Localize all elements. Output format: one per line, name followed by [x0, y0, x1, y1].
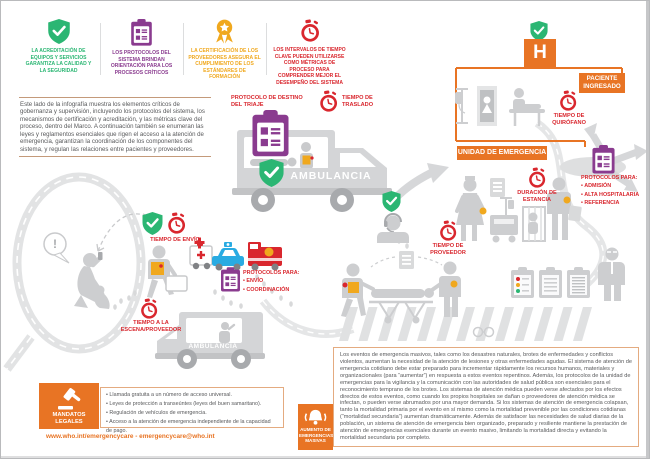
admission-protocols: PROTOCOLOS PARA: ADMISIÓN ALTA HOSPITALA… [581, 174, 647, 208]
fire-truck [248, 242, 282, 271]
principles-row: LA ACREDITACIÓN DE EQUIPOS Y SERVICIOS G… [17, 19, 353, 86]
gavel-icon [58, 388, 81, 410]
crosswalk [339, 307, 592, 341]
dispatch-clipboard-icon [221, 265, 240, 294]
principle-text: LA ACREDITACIÓN DE EQUIPOS Y SERVICIOS G… [25, 48, 92, 74]
admission-clipboard-icon [592, 145, 615, 174]
ambulance-label: AMBULANCIA [290, 170, 372, 182]
page-edge [646, 1, 649, 458]
shield-check-icon [48, 19, 70, 44]
dispatcher [377, 213, 409, 243]
principle-text: LA CERTIFICACIÓN DE LOS PROVEEDORES ASEG… [188, 48, 261, 80]
principle-text: LOS PROTOCOLOS DEL SISTEMA BRINDAN ORIEN… [110, 50, 173, 76]
stretcher-team [341, 251, 461, 324]
ambulance-small [155, 312, 265, 369]
er-crib [522, 206, 546, 242]
stopwatch-icon [527, 167, 547, 189]
patient-room-icon [477, 86, 497, 126]
stopwatch-icon [139, 298, 159, 320]
hospital-connectors [455, 67, 623, 147]
police-car [212, 242, 244, 271]
mass-surge-title: AUMENTO DE EMERGENCIAS MASIVAS [299, 427, 334, 443]
medal-icon [214, 19, 235, 44]
hospital-block: H [524, 39, 556, 67]
stay-duration-label: DURACIÓN DE ESTANCIA [517, 190, 557, 204]
triage-clipboard-icon [252, 110, 289, 157]
scene-time-label: TIEMPO A LA ESCENA/PROVEEDOR [120, 320, 182, 334]
principle-accreditation: LA ACREDITACIÓN DE EQUIPOS Y SERVICIOS G… [17, 19, 100, 86]
triage-tags [511, 267, 590, 298]
dispatch-protocols: PROTOCOLOS PARA: ENVÍO COORDINACIÓN [243, 269, 305, 294]
exclamation-bubble: ! [53, 237, 57, 251]
protocol-item: ENVÍO [243, 277, 305, 285]
legal-mandates-list: Llamada gratuita a un número de acceso u… [100, 387, 284, 434]
principle-certification: LA CERTIFICACIÓN DE LOS PROVEEDORES ASEG… [183, 19, 266, 86]
responder-walking [147, 245, 188, 298]
mass-surge-paragraph: Los eventos de emergencia masivos, tales… [333, 347, 639, 447]
legal-item: Leyes de protección a transeúntes (leyes… [106, 400, 278, 409]
red-cross-icon [194, 237, 205, 249]
protocols-title: PROTOCOLOS PARA: [243, 270, 300, 276]
emergency-unit-banner: UNIDAD DE EMERGENCIA [457, 146, 547, 160]
dispatch-time-label: TIEMPO DE ENVÍO [150, 237, 200, 243]
principle-text: LOS INTERVALOS DE TIEMPO CLAVE PUEDEN UT… [273, 47, 346, 86]
protocol-item: ALTA HOSPITALARIA [581, 191, 647, 199]
clipboard-icon [131, 19, 152, 46]
alarm-bell-icon [304, 409, 327, 425]
operating-room-icon [509, 88, 545, 126]
legal-item: Acceso a la atención de emergencia indep… [106, 418, 278, 436]
ambulance-label: AMBULANCIA [188, 343, 238, 350]
legal-item: Regulación de vehículos de emergencia. [106, 409, 278, 418]
protocol-item: ADMISIÓN [581, 182, 647, 190]
page-edge [1, 456, 649, 458]
patient-admitted-badge: PACIENTE INGRESADO [579, 73, 625, 93]
bystander-scene [43, 232, 110, 309]
stopwatch-icon [166, 212, 187, 235]
protocol-item: COORDINACIÓN [243, 286, 305, 294]
transfer-time-label: TIEMPO DE TRASLADO [342, 95, 374, 109]
iv-drip-icon [455, 88, 468, 124]
shield-check-icon [382, 191, 401, 212]
stopwatch-icon [318, 90, 339, 113]
ambulance-car [189, 241, 213, 270]
legal-mandates-box: MANDATOS LEGALES [39, 383, 99, 429]
legal-item: Llamada gratuita a un número de acceso u… [106, 391, 278, 400]
er-chart [490, 178, 505, 197]
er-nurse [455, 176, 487, 241]
mass-surge-box: AUMENTO DE EMERGENCIAS MASIVAS [298, 404, 333, 450]
spectacles-icon [472, 326, 495, 338]
principle-time-metrics: LOS INTERVALOS DE TIEMPO CLAVE PUEDEN UT… [266, 19, 353, 86]
er-provider [547, 177, 582, 240]
stopwatch-icon [299, 19, 321, 43]
shield-check-icon [530, 21, 548, 41]
road-loop [3, 172, 146, 372]
legal-mandates-title: MANDATOS LEGALES [52, 412, 86, 425]
intro-paragraph: Este lado de la infografía muestra los e… [19, 97, 211, 157]
footer-url-link[interactable]: www.who.int/emergencycare - emergencycar… [46, 433, 215, 440]
protocols-title: PROTOCOLOS PARA: [581, 175, 638, 181]
triage-protocol-label: PROTOCOLO DE DESTINO DEL TRIAJE [231, 95, 303, 109]
stopwatch-icon [438, 220, 458, 242]
provider-time-label: TIEMPO DE PROVEEDOR [430, 243, 466, 257]
stopwatch-icon [558, 90, 578, 112]
protocol-item: REFERENCIA [581, 199, 647, 207]
er-cart [490, 197, 518, 243]
administrator [598, 247, 625, 301]
or-time-label: TIEMPO DE QUIRÓFANO [552, 113, 586, 127]
shield-check-icon [142, 212, 163, 235]
principle-protocols: LOS PROTOCOLOS DEL SISTEMA BRINDAN ORIEN… [100, 19, 183, 86]
